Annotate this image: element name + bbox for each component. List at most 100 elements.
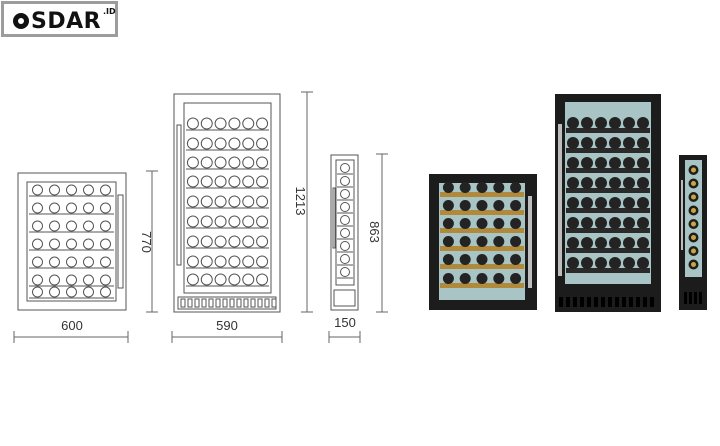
bottle <box>510 218 522 229</box>
bottle-outline <box>242 195 255 208</box>
bottle-outline <box>66 238 77 250</box>
bottle-outline <box>200 175 213 188</box>
bottle <box>476 182 488 193</box>
bottle-outline <box>66 202 77 214</box>
shelf <box>566 228 650 233</box>
bottle <box>595 157 607 169</box>
bottle-outline <box>228 273 241 286</box>
bottle <box>567 217 579 229</box>
slim-cooler-door <box>335 159 355 286</box>
bottle <box>581 157 593 169</box>
bottle-outline <box>200 156 213 169</box>
bottle <box>637 217 649 229</box>
tall-cooler-shelves <box>186 117 269 287</box>
bottle-outline <box>186 117 199 130</box>
bottle <box>609 197 621 209</box>
bottle-outline <box>49 202 60 214</box>
bottle-outline <box>32 274 43 286</box>
bottle-outline <box>228 117 241 130</box>
bottle <box>442 236 454 247</box>
bottle-outline <box>214 137 227 150</box>
vent-slot <box>608 297 612 307</box>
shelf <box>440 264 524 269</box>
bottle-outline <box>256 255 269 268</box>
bottle-outline <box>340 202 350 212</box>
shelf <box>566 248 650 253</box>
vent-slot <box>229 298 235 308</box>
vent-slot <box>243 298 249 308</box>
bottle <box>637 137 649 149</box>
bottle-outline <box>32 220 43 232</box>
bottle-outline <box>49 238 60 250</box>
bottle-outline <box>214 117 227 130</box>
rendered-slim-bottles <box>688 165 699 270</box>
shelf <box>566 188 650 193</box>
bottle <box>459 236 471 247</box>
bottle <box>609 177 621 189</box>
bottle <box>637 197 649 209</box>
small-cooler-outline <box>17 172 127 311</box>
bottle-outline <box>228 156 241 169</box>
bottle <box>459 182 471 193</box>
bottle-outline <box>186 156 199 169</box>
bottle <box>510 182 522 193</box>
bottle <box>567 197 579 209</box>
bottle-outline <box>32 286 43 298</box>
vent-slot <box>222 298 228 308</box>
bottle-outline <box>242 175 255 188</box>
shelf <box>440 246 524 251</box>
bottle-outline <box>214 175 227 188</box>
bottle <box>609 237 621 249</box>
rendered-tall-shelves <box>566 117 650 273</box>
slim-cooler-outline <box>330 154 359 311</box>
bottle <box>609 137 621 149</box>
bottle <box>567 117 579 129</box>
bottle-outline <box>242 255 255 268</box>
bottle <box>476 254 488 265</box>
bottle-outline <box>340 267 350 277</box>
bottle <box>459 273 471 284</box>
bottle <box>493 218 505 229</box>
bottle <box>567 177 579 189</box>
tall-cooler-body <box>173 93 281 313</box>
bottle <box>609 157 621 169</box>
bottle-outline <box>49 184 60 196</box>
bottle-outline <box>83 286 94 298</box>
bottle <box>493 273 505 284</box>
vent-slot <box>271 298 277 308</box>
brand-suffix: .ID <box>103 7 116 16</box>
bottle-outline <box>242 137 255 150</box>
rendered-tall-vent <box>559 297 654 307</box>
bottle-outline <box>200 255 213 268</box>
bottle-outline <box>214 195 227 208</box>
small-height-label: 770 <box>139 231 154 253</box>
tall-cooler-vent-slots <box>180 298 277 308</box>
bottle-outline <box>228 235 241 248</box>
bottle-outline <box>200 137 213 150</box>
bottle-outline <box>228 137 241 150</box>
bottle-outline <box>32 184 43 196</box>
bottle-cap <box>691 167 696 173</box>
vent-slot <box>236 298 242 308</box>
bottle <box>595 137 607 149</box>
tall-cooler-door <box>183 102 272 294</box>
small-cooler-body <box>17 172 127 311</box>
vent-slot <box>580 297 584 307</box>
circle-logo-icon <box>13 13 29 29</box>
bottle <box>623 197 635 209</box>
vent-slot <box>699 292 702 304</box>
bottle <box>442 273 454 284</box>
brand-logo[interactable]: SDAR .ID <box>1 1 118 37</box>
bottle <box>581 177 593 189</box>
bottle <box>609 217 621 229</box>
bottle <box>595 197 607 209</box>
slim-cooler-vent <box>333 289 356 307</box>
bottle-outline <box>66 286 77 298</box>
shelf <box>440 192 524 197</box>
bottle-outline <box>49 286 60 298</box>
bottle-outline <box>256 117 269 130</box>
rendered-small-shelves <box>440 182 524 288</box>
bottle-outline <box>256 175 269 188</box>
bottle-outline <box>340 163 350 173</box>
shelf <box>566 268 650 273</box>
